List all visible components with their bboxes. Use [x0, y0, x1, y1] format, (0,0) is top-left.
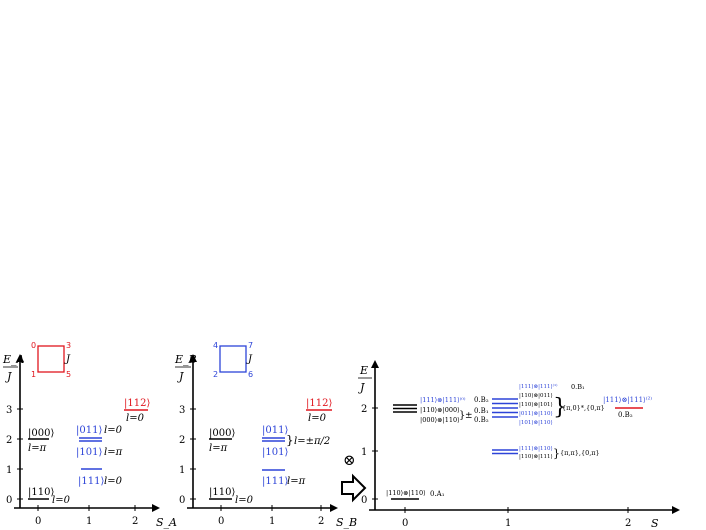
- panel-c-s1-mid-ket-1: |111⟩⊗|110⟩: [519, 445, 553, 452]
- panel-b-ylabel-top: E_B: [174, 353, 197, 366]
- panel-b-ket-112: |112⟩: [306, 398, 332, 409]
- panel-a-plaquette-square: [37, 345, 65, 373]
- panel-a-ket-111: |111⟩: [78, 476, 104, 487]
- panel-a-xtick-label-1: 1: [86, 516, 92, 527]
- panel-c-s1-mid-brace: }: [553, 447, 560, 460]
- panel-c-ylabel-bottom: J: [358, 381, 365, 394]
- panel-b-l-pair: l=±π/2: [294, 436, 330, 447]
- panel-a-ytick-label-0: 0: [6, 495, 12, 506]
- panel-b-coupling-label: J: [246, 354, 253, 365]
- panel-b-xtick-label-1: 1: [269, 516, 275, 527]
- panel-b-site-tr: 7: [248, 341, 253, 350]
- panel-b-ytick-label-2: 2: [179, 435, 185, 446]
- panel-a-site-bl: 1: [31, 370, 36, 379]
- panel-a-xtick-label-0: 0: [35, 516, 41, 527]
- panel-c-xtick-label-0: 0: [402, 518, 408, 529]
- panel-a-site-br: 5: [66, 370, 71, 379]
- panel-b-ket-111: |111⟩: [262, 476, 288, 487]
- panel-a-site-tl: 0: [31, 341, 36, 350]
- panel-b-ket-110: |110⟩: [209, 487, 235, 498]
- panel-a-ylabel-top: E_A: [2, 353, 25, 366]
- panel-c-s0-ket-a: |111⟩⊗|111⟩⁽⁰⁾: [420, 396, 466, 404]
- panel-c: E J S 0 1 2 0 1 2 |110⟩⊗|110⟩ 0.A₁ |111⟩…: [358, 360, 680, 530]
- panel-b-ket-000: |000⟩: [209, 428, 235, 439]
- panel-c-s0-ground-ket: |110⟩⊗|110⟩: [386, 489, 426, 497]
- panel-a-coupling-label: J: [64, 354, 71, 365]
- panel-a-ket-011: |011⟩: [76, 425, 102, 436]
- panel-a-l-011: l=0: [104, 425, 123, 436]
- panel-c-s1-ket-top: |111⟩⊗|111⟩⁽¹⁾: [519, 383, 558, 390]
- panel-c-s0-pm-sym1: 0.B₁: [474, 407, 489, 415]
- panel-b-ket-011: |011⟩: [262, 425, 288, 436]
- panel-a-ket-112: |112⟩: [124, 398, 150, 409]
- panel-c-s2-ket: |111⟩⊗|111⟩⁽²⁾: [603, 395, 652, 404]
- panel-b-xlabel: S_B: [336, 516, 357, 529]
- panel-a-ylabel-bottom: J: [5, 370, 12, 383]
- panel-c-xtick-label-2: 2: [625, 518, 631, 529]
- panel-b-ytick-label-1: 1: [179, 465, 185, 476]
- panel-a-l-112: l=0: [126, 413, 145, 424]
- panel-c-s0-brace: }: [459, 410, 465, 421]
- panel-c-s1-mid-ket-2: |110⟩⊗|111⟩: [519, 453, 553, 460]
- panel-a-xlabel: S_A: [156, 516, 177, 529]
- panel-b-ytick-label-3: 3: [179, 405, 185, 416]
- panel-b-l-000: l=π: [209, 443, 228, 454]
- panel-c-s1-ket-r4: |011⟩⊗|110⟩: [519, 410, 553, 417]
- panel-c-ylabel-top: E: [359, 364, 368, 377]
- panel-c-s1-mid-label: {π,π},{0,π}: [560, 449, 600, 457]
- panel-a-l-101: l=π: [104, 447, 123, 458]
- panel-a: E_A J S_A 0 1 2 3 0 1 2 0 3 1 5 J |110⟩ …: [2, 341, 177, 529]
- panel-b-l-111: l=π: [287, 476, 306, 487]
- panel-c-s0-ground-sym: 0.A₁: [430, 490, 445, 498]
- panel-a-l-111: l=0: [104, 476, 123, 487]
- panel-c-s1-brace-label: {π,0}*,{0,π}: [562, 404, 605, 412]
- panel-a-ytick-label-1: 1: [6, 465, 12, 476]
- panel-c-s0-pm-sym2: 0.B₂: [474, 416, 489, 424]
- panel-a-ytick-label-2: 2: [6, 435, 12, 446]
- combine-arrow-icon: [341, 473, 367, 503]
- panel-b-site-bl: 2: [213, 370, 218, 379]
- panel-b-xtick-label-2: 2: [318, 516, 324, 527]
- panel-c-ytick-label-1: 1: [361, 447, 367, 458]
- panel-a-l-110: l=0: [52, 495, 71, 506]
- panel-c-xtick-label-1: 1: [505, 518, 511, 529]
- panel-c-s0-pm: ±: [465, 411, 473, 421]
- panel-c-s0-ket-c: |000⟩⊗|110⟩: [420, 416, 460, 424]
- panel-c-ytick-label-0: 0: [361, 495, 367, 506]
- panel-c-s1-brace: }: [553, 395, 567, 420]
- panel-c-s0-ket-a-sym: 0.B₂: [474, 396, 489, 404]
- panel-c-s2-sym: 0.B₂: [618, 411, 633, 419]
- tensor-product-symbol: ⊗: [343, 451, 356, 469]
- panel-c-s1-ket-r2: |110⟩⊗|011⟩: [519, 392, 553, 399]
- panel-c-s1-ket-r5: |101⟩⊗|110⟩: [519, 419, 553, 426]
- panel-b-l-110: l=0: [235, 495, 254, 506]
- panel-b-xtick-label-0: 0: [218, 516, 224, 527]
- panel-b-site-br: 6: [248, 370, 253, 379]
- panel-b-pair-brace: }: [286, 433, 294, 447]
- panel-c-xlabel: S: [651, 517, 659, 530]
- panel-b-plaquette-square: [219, 345, 247, 373]
- panel-b: E_B J S_B 0 1 2 3 0 1 2 4 7 2 6 J |110⟩ …: [174, 341, 357, 529]
- panel-c-s1-ket-r3: |110⟩⊗|101⟩: [519, 401, 553, 408]
- panel-b-ylabel-bottom: J: [177, 370, 184, 383]
- panel-c-ytick-label-2: 2: [361, 404, 367, 415]
- panel-b-ytick-label-0: 0: [179, 495, 185, 506]
- panel-a-ket-000: |000⟩: [28, 428, 54, 439]
- panel-a-ket-101: |101⟩: [76, 447, 102, 458]
- panel-b-ket-101: |101⟩: [262, 447, 288, 458]
- panel-b-site-tl: 4: [213, 341, 218, 350]
- panel-a-ket-110: |110⟩: [28, 487, 54, 498]
- panel-a-ytick-label-3: 3: [6, 405, 12, 416]
- panel-c-s1-top-sym: 0.B₁: [571, 383, 585, 391]
- panel-b-l-112: l=0: [308, 413, 327, 424]
- panel-a-l-000: l=π: [28, 443, 47, 454]
- panel-a-xtick-label-2: 2: [132, 516, 138, 527]
- panel-a-site-tr: 3: [66, 341, 71, 350]
- panel-c-s0-ket-b: |110⟩⊗|000⟩: [420, 406, 460, 414]
